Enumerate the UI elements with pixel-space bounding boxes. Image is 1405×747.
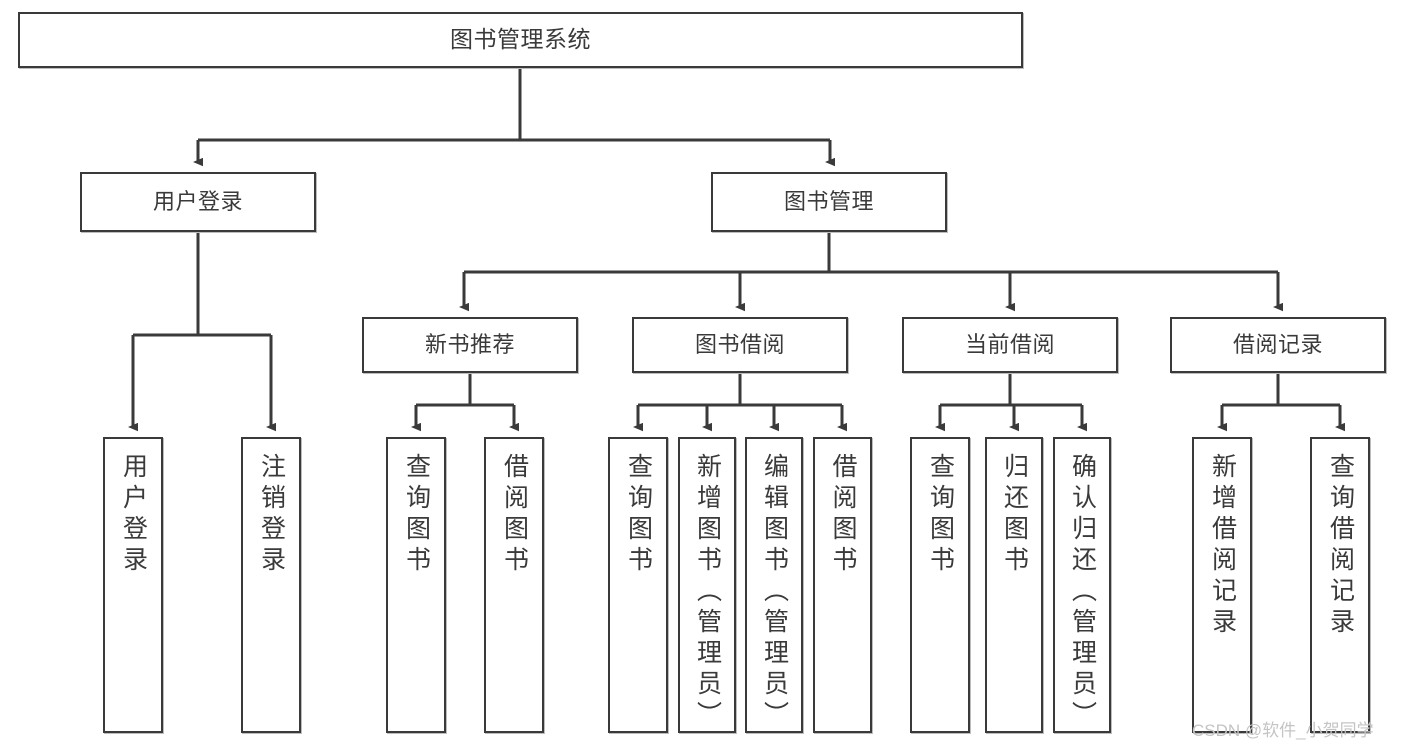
- leaf-confirm-return-admin[interactable]: 确认归还（管理员）: [1053, 437, 1111, 733]
- node-new-book-recommend[interactable]: 新书推荐: [362, 317, 578, 373]
- node-book-borrow[interactable]: 图书借阅: [632, 317, 848, 373]
- leaf-add-borrow-record-label: 新增借阅记录: [1208, 453, 1237, 639]
- leaf-edit-book-admin-label: 编辑图书（管理员）: [760, 453, 789, 732]
- leaf-add-borrow-record[interactable]: 新增借阅记录: [1192, 437, 1252, 733]
- leaf-query-borrow-record-label: 查询借阅记录: [1326, 453, 1355, 639]
- leaf-borrow-book[interactable]: 借阅图书: [813, 437, 872, 733]
- leaf-edit-book-admin[interactable]: 编辑图书（管理员）: [745, 437, 803, 733]
- leaf-logout-label: 注销登录: [257, 453, 286, 577]
- leaf-confirm-return-admin-label: 确认归还（管理员）: [1068, 453, 1097, 732]
- node-borrow-records-label: 借阅记录: [1232, 331, 1323, 357]
- leaf-query-book-borrow-label: 查询图书: [624, 453, 653, 577]
- node-current-borrow-label: 当前借阅: [964, 331, 1055, 357]
- leaf-borrow-book-label: 借阅图书: [829, 453, 857, 577]
- edges-records-to-leaves: [1217, 373, 1345, 432]
- node-new-book-recommend-label: 新书推荐: [424, 331, 515, 357]
- leaf-borrow-book-recommend-label: 借阅图书: [500, 453, 529, 577]
- leaf-query-book-borrow[interactable]: 查询图书: [608, 437, 668, 733]
- node-borrow-records[interactable]: 借阅记录: [1170, 317, 1386, 373]
- leaf-return-book-label: 归还图书: [1000, 453, 1029, 577]
- node-book-borrow-label: 图书借阅: [694, 331, 785, 357]
- edges-current-to-leaves: [935, 373, 1087, 432]
- node-book-management[interactable]: 图书管理: [711, 172, 947, 232]
- leaf-return-book[interactable]: 归还图书: [985, 437, 1043, 733]
- node-root[interactable]: 图书管理系统: [18, 12, 1023, 68]
- node-current-borrow[interactable]: 当前借阅: [902, 317, 1118, 373]
- node-book-management-label: 图书管理: [783, 188, 874, 214]
- leaf-query-book-current-label: 查询图书: [926, 453, 955, 577]
- leaf-user-login-label: 用户登录: [119, 453, 148, 577]
- leaf-add-book-admin[interactable]: 新增图书（管理员）: [678, 437, 736, 733]
- node-user-login-label: 用户登录: [152, 188, 243, 214]
- leaf-user-login[interactable]: 用户登录: [103, 437, 163, 733]
- leaf-add-book-admin-label: 新增图书（管理员）: [693, 453, 722, 732]
- edges-newbook-to-leaves: [411, 373, 519, 432]
- leaf-query-book-current[interactable]: 查询图书: [910, 437, 970, 733]
- node-user-login[interactable]: 用户登录: [80, 172, 316, 232]
- leaf-logout[interactable]: 注销登录: [241, 437, 301, 733]
- edges-borrow-to-leaves: [633, 373, 847, 432]
- edges-bookmgmt-to-level3: [459, 232, 1283, 312]
- edges-login-to-leaves: [128, 232, 276, 432]
- leaf-query-book-recommend-label: 查询图书: [402, 453, 431, 577]
- leaf-query-book-recommend[interactable]: 查询图书: [386, 437, 446, 733]
- leaf-borrow-book-recommend[interactable]: 借阅图书: [484, 437, 544, 733]
- node-root-label: 图书管理系统: [450, 26, 591, 53]
- leaf-query-borrow-record[interactable]: 查询借阅记录: [1310, 437, 1370, 733]
- edges-root-to-level2: [193, 68, 835, 167]
